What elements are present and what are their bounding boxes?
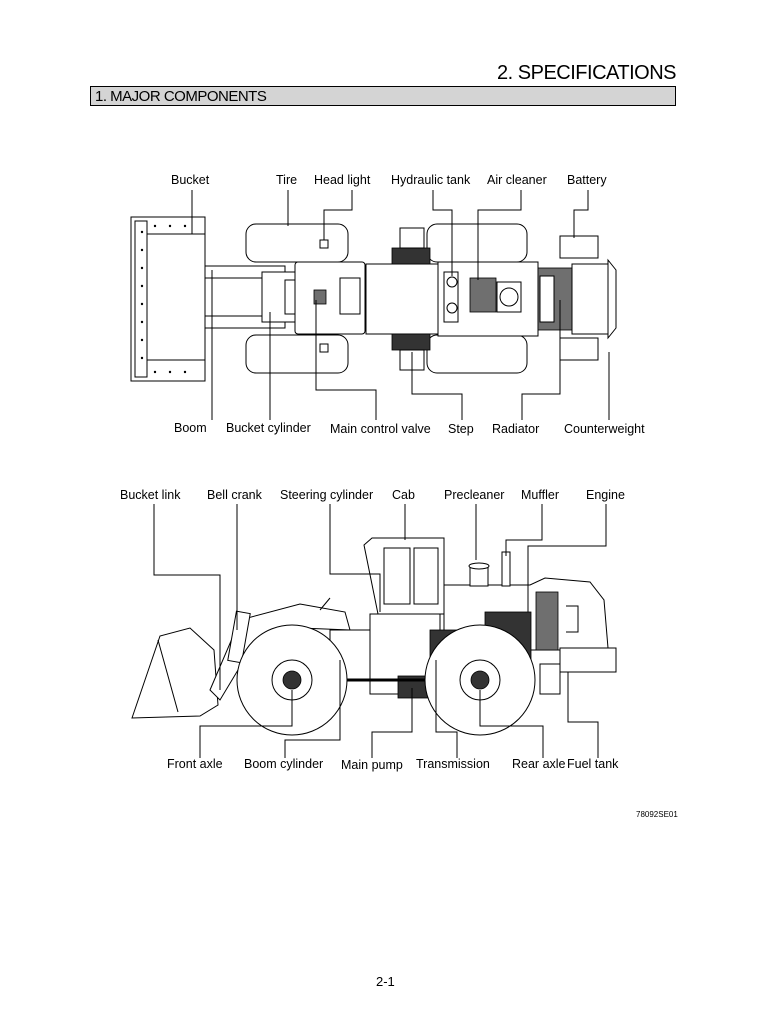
engine-grille	[535, 591, 559, 651]
section-header-bar: 1. MAJOR COMPONENTS	[90, 86, 676, 106]
section-title: 1. MAJOR COMPONENTS	[95, 88, 267, 105]
label-main-control-valve: Main control valve	[330, 422, 431, 436]
label-front-axle: Front axle	[167, 757, 223, 771]
label-bucket-link: Bucket link	[120, 488, 181, 502]
label-bell-crank: Bell crank	[207, 488, 262, 502]
tire-front-left	[245, 223, 349, 263]
label-boom: Boom	[174, 421, 207, 435]
label-rear-axle: Rear axle	[512, 757, 566, 771]
label-precleaner: Precleaner	[444, 488, 505, 502]
label-boom-cylinder: Boom cylinder	[244, 757, 324, 771]
page-number: 2-1	[376, 974, 395, 989]
label-cab: Cab	[392, 488, 415, 502]
label-head-light: Head light	[314, 173, 371, 187]
top-view-drawing	[130, 190, 617, 420]
fuel-tank	[559, 647, 617, 673]
bucket-side	[131, 627, 219, 719]
label-main-pump: Main pump	[341, 758, 403, 772]
label-air-cleaner: Air cleaner	[487, 173, 547, 187]
label-battery: Battery	[567, 173, 607, 187]
label-counterweight: Counterweight	[564, 422, 645, 436]
label-bucket: Bucket	[171, 173, 210, 187]
label-fuel-tank: Fuel tank	[567, 757, 619, 771]
label-hydraulic-tank: Hydraulic tank	[391, 173, 471, 187]
air-cleaner-top	[469, 277, 497, 313]
label-engine: Engine	[586, 488, 625, 502]
side-view-drawing	[131, 504, 617, 758]
figure-code: 78092SE01	[636, 810, 678, 819]
counterweight-top	[607, 258, 617, 340]
tire-rear-right	[426, 334, 528, 374]
label-step: Step	[448, 422, 474, 436]
label-steering-cylinder: Steering cylinder	[280, 488, 374, 502]
label-muffler: Muffler	[521, 488, 559, 502]
label-radiator: Radiator	[492, 422, 540, 436]
label-transmission: Transmission	[416, 757, 490, 771]
tire-rear-left	[426, 223, 528, 263]
chapter-title: 2. SPECIFICATIONS	[497, 62, 676, 84]
step-left	[391, 247, 431, 265]
tire-front-right	[245, 334, 349, 374]
muffler	[501, 551, 511, 587]
label-tire: Tire	[276, 173, 298, 187]
step-right	[391, 333, 431, 351]
label-bucket-cylinder: Bucket cylinder	[226, 421, 311, 435]
